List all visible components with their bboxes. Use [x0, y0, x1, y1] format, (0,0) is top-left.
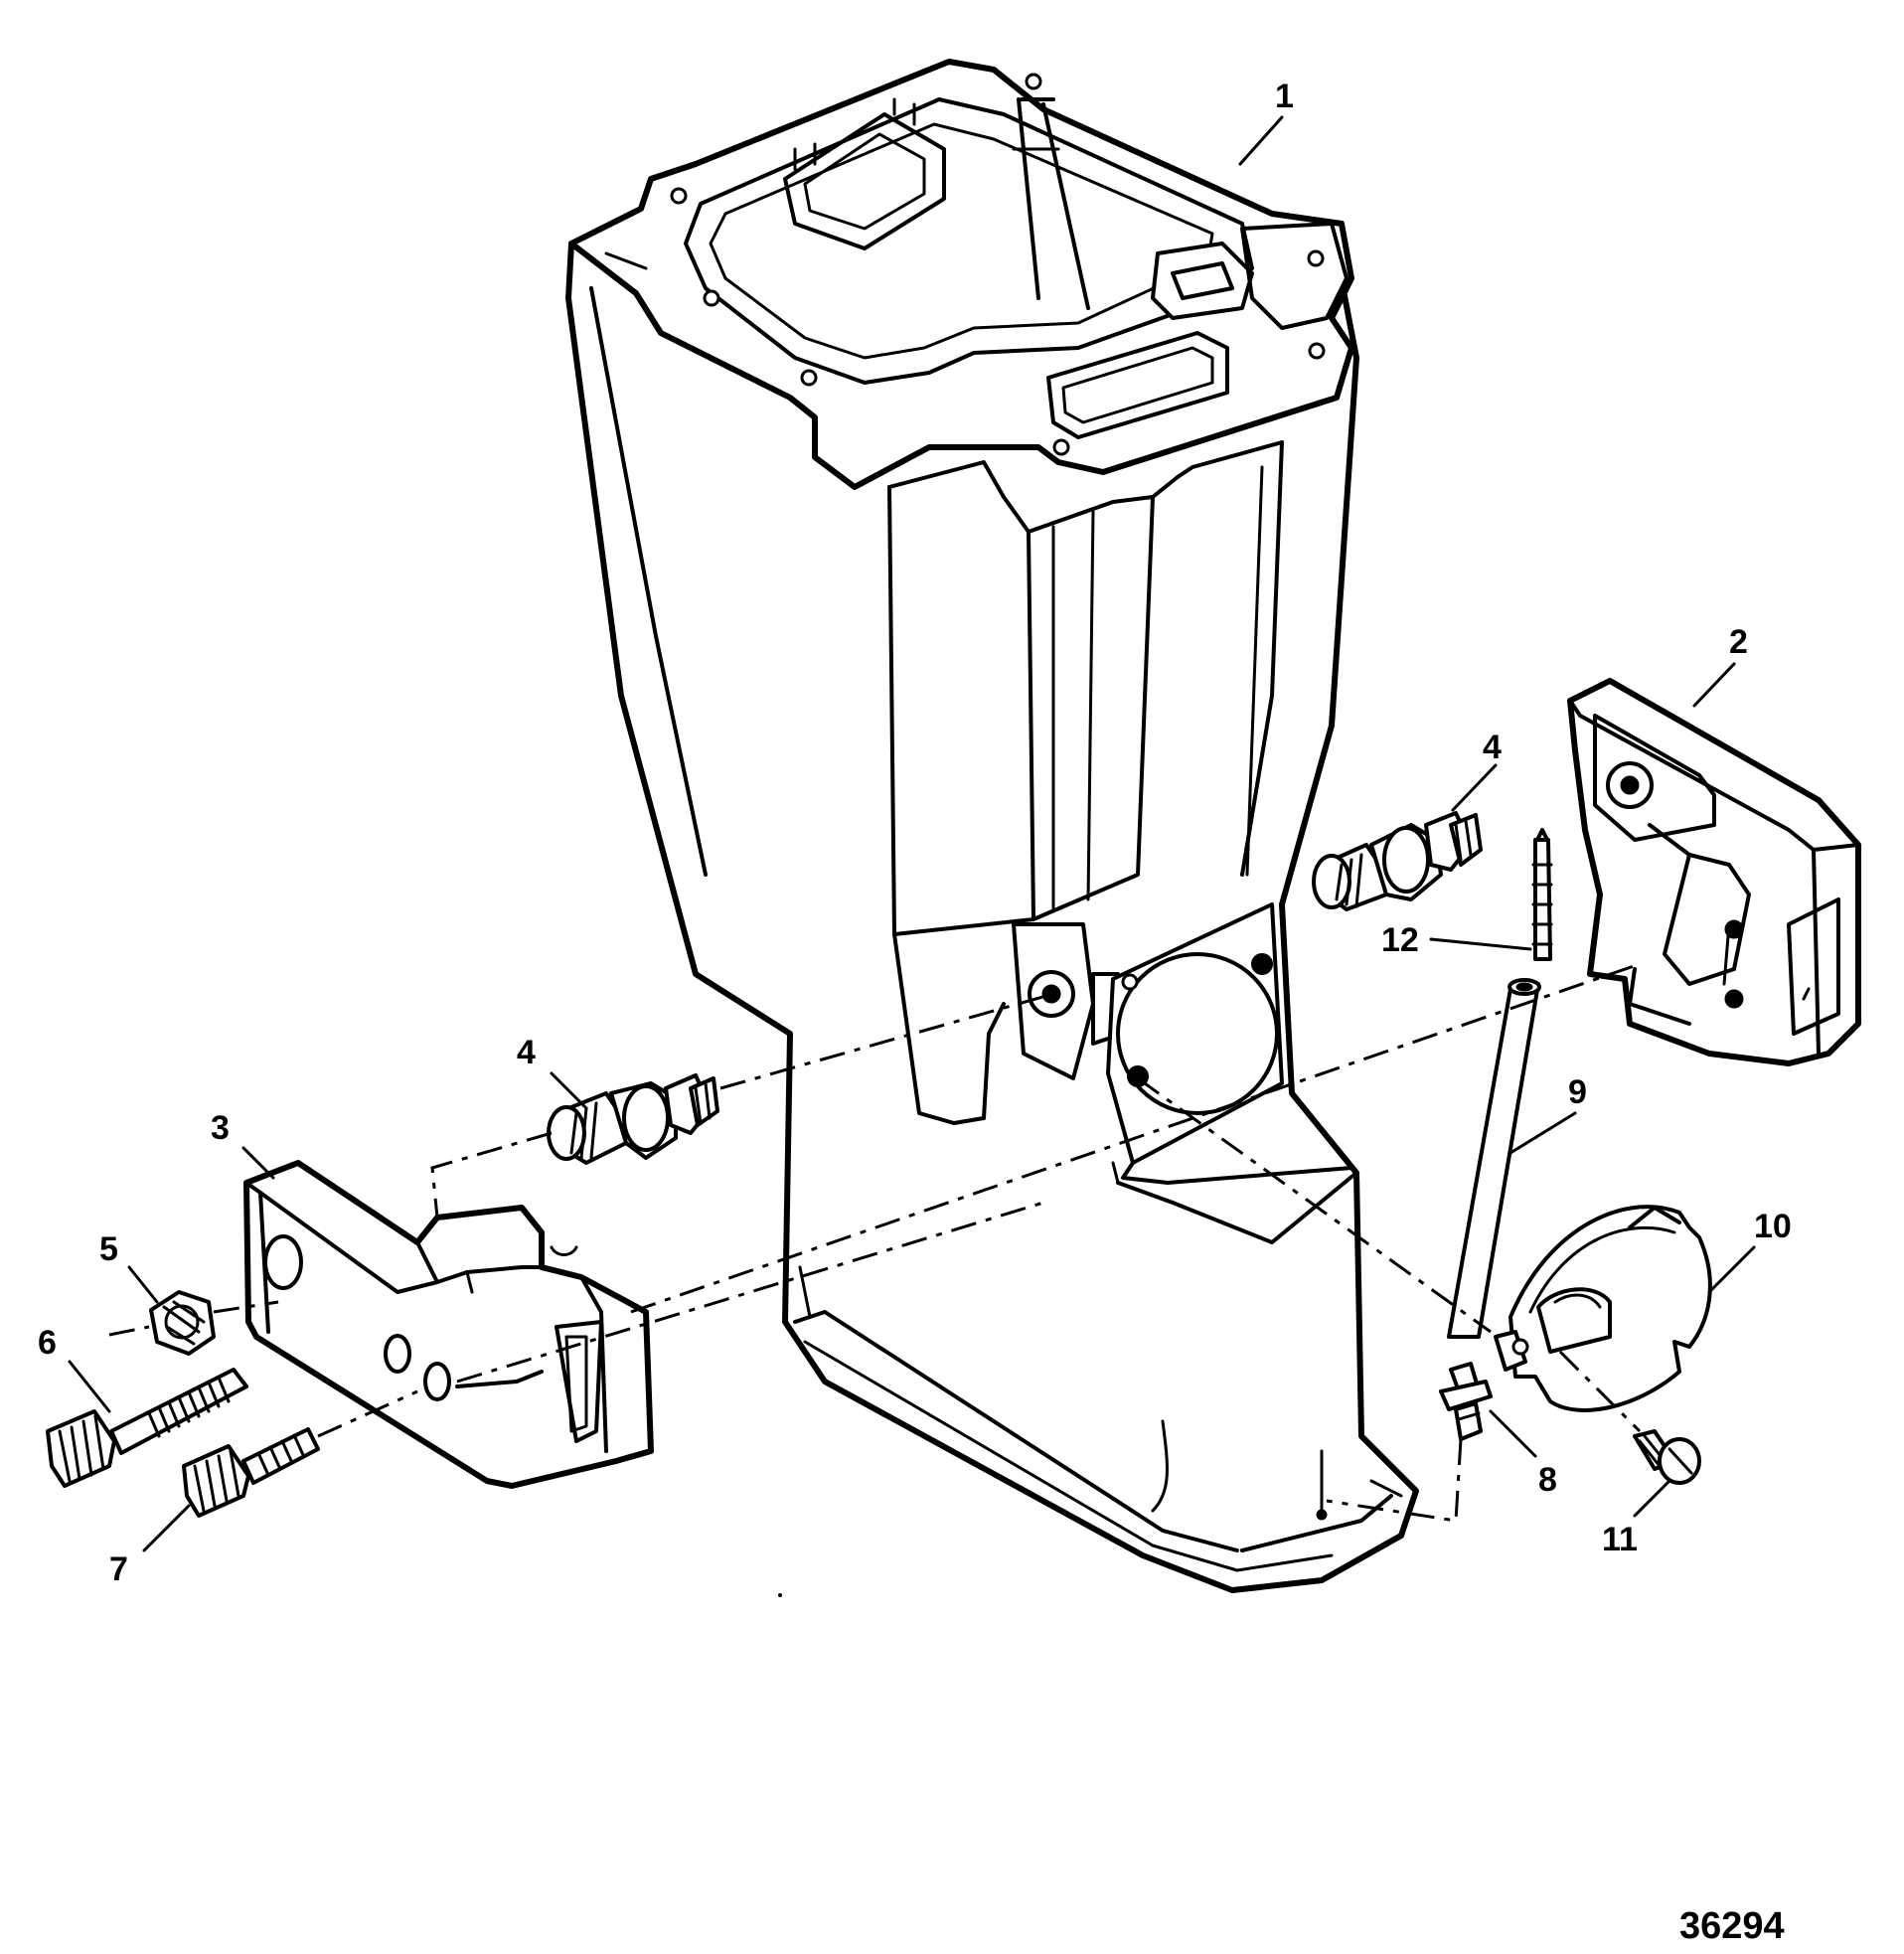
hose — [1447, 978, 1541, 1339]
screw — [1633, 1429, 1701, 1485]
callout-4-upper: 4 — [1483, 729, 1502, 766]
hose-fitting — [1531, 828, 1553, 961]
rubber-mount-upper — [1312, 811, 1483, 911]
callout-2: 2 — [1729, 623, 1748, 661]
grease-fitting — [1439, 1362, 1493, 1441]
callout-8: 8 — [1538, 1461, 1557, 1499]
rubber-mount-lower — [547, 1073, 719, 1165]
assembly-centerlines — [108, 962, 1642, 1523]
driveshaft-housing — [565, 59, 1419, 1593]
hex-nut — [149, 1290, 216, 1356]
speck — [778, 1593, 782, 1597]
callout-11: 11 — [1602, 1521, 1638, 1558]
upper-mount-bracket — [1567, 678, 1861, 1066]
cover-plate — [1494, 1205, 1712, 1412]
callout-7: 7 — [109, 1550, 128, 1588]
callout-5: 5 — [99, 1230, 118, 1268]
short-bolt — [182, 1427, 320, 1518]
callout-4-lower: 4 — [517, 1034, 536, 1071]
callout-1: 1 — [1275, 78, 1294, 115]
callout-3: 3 — [211, 1109, 230, 1147]
callout-12: 12 — [1381, 921, 1419, 959]
figure-number: 36294 — [1679, 1905, 1785, 1947]
leader-lines — [68, 115, 1756, 1552]
callout-labels: 1 2 3 4 4 5 6 7 8 9 10 11 12 — [38, 78, 1792, 1588]
callout-9: 9 — [1568, 1073, 1587, 1111]
callout-10: 10 — [1754, 1208, 1792, 1245]
callout-6: 6 — [38, 1324, 57, 1362]
long-bolt — [46, 1368, 248, 1488]
lower-mount-bracket — [243, 1160, 654, 1489]
